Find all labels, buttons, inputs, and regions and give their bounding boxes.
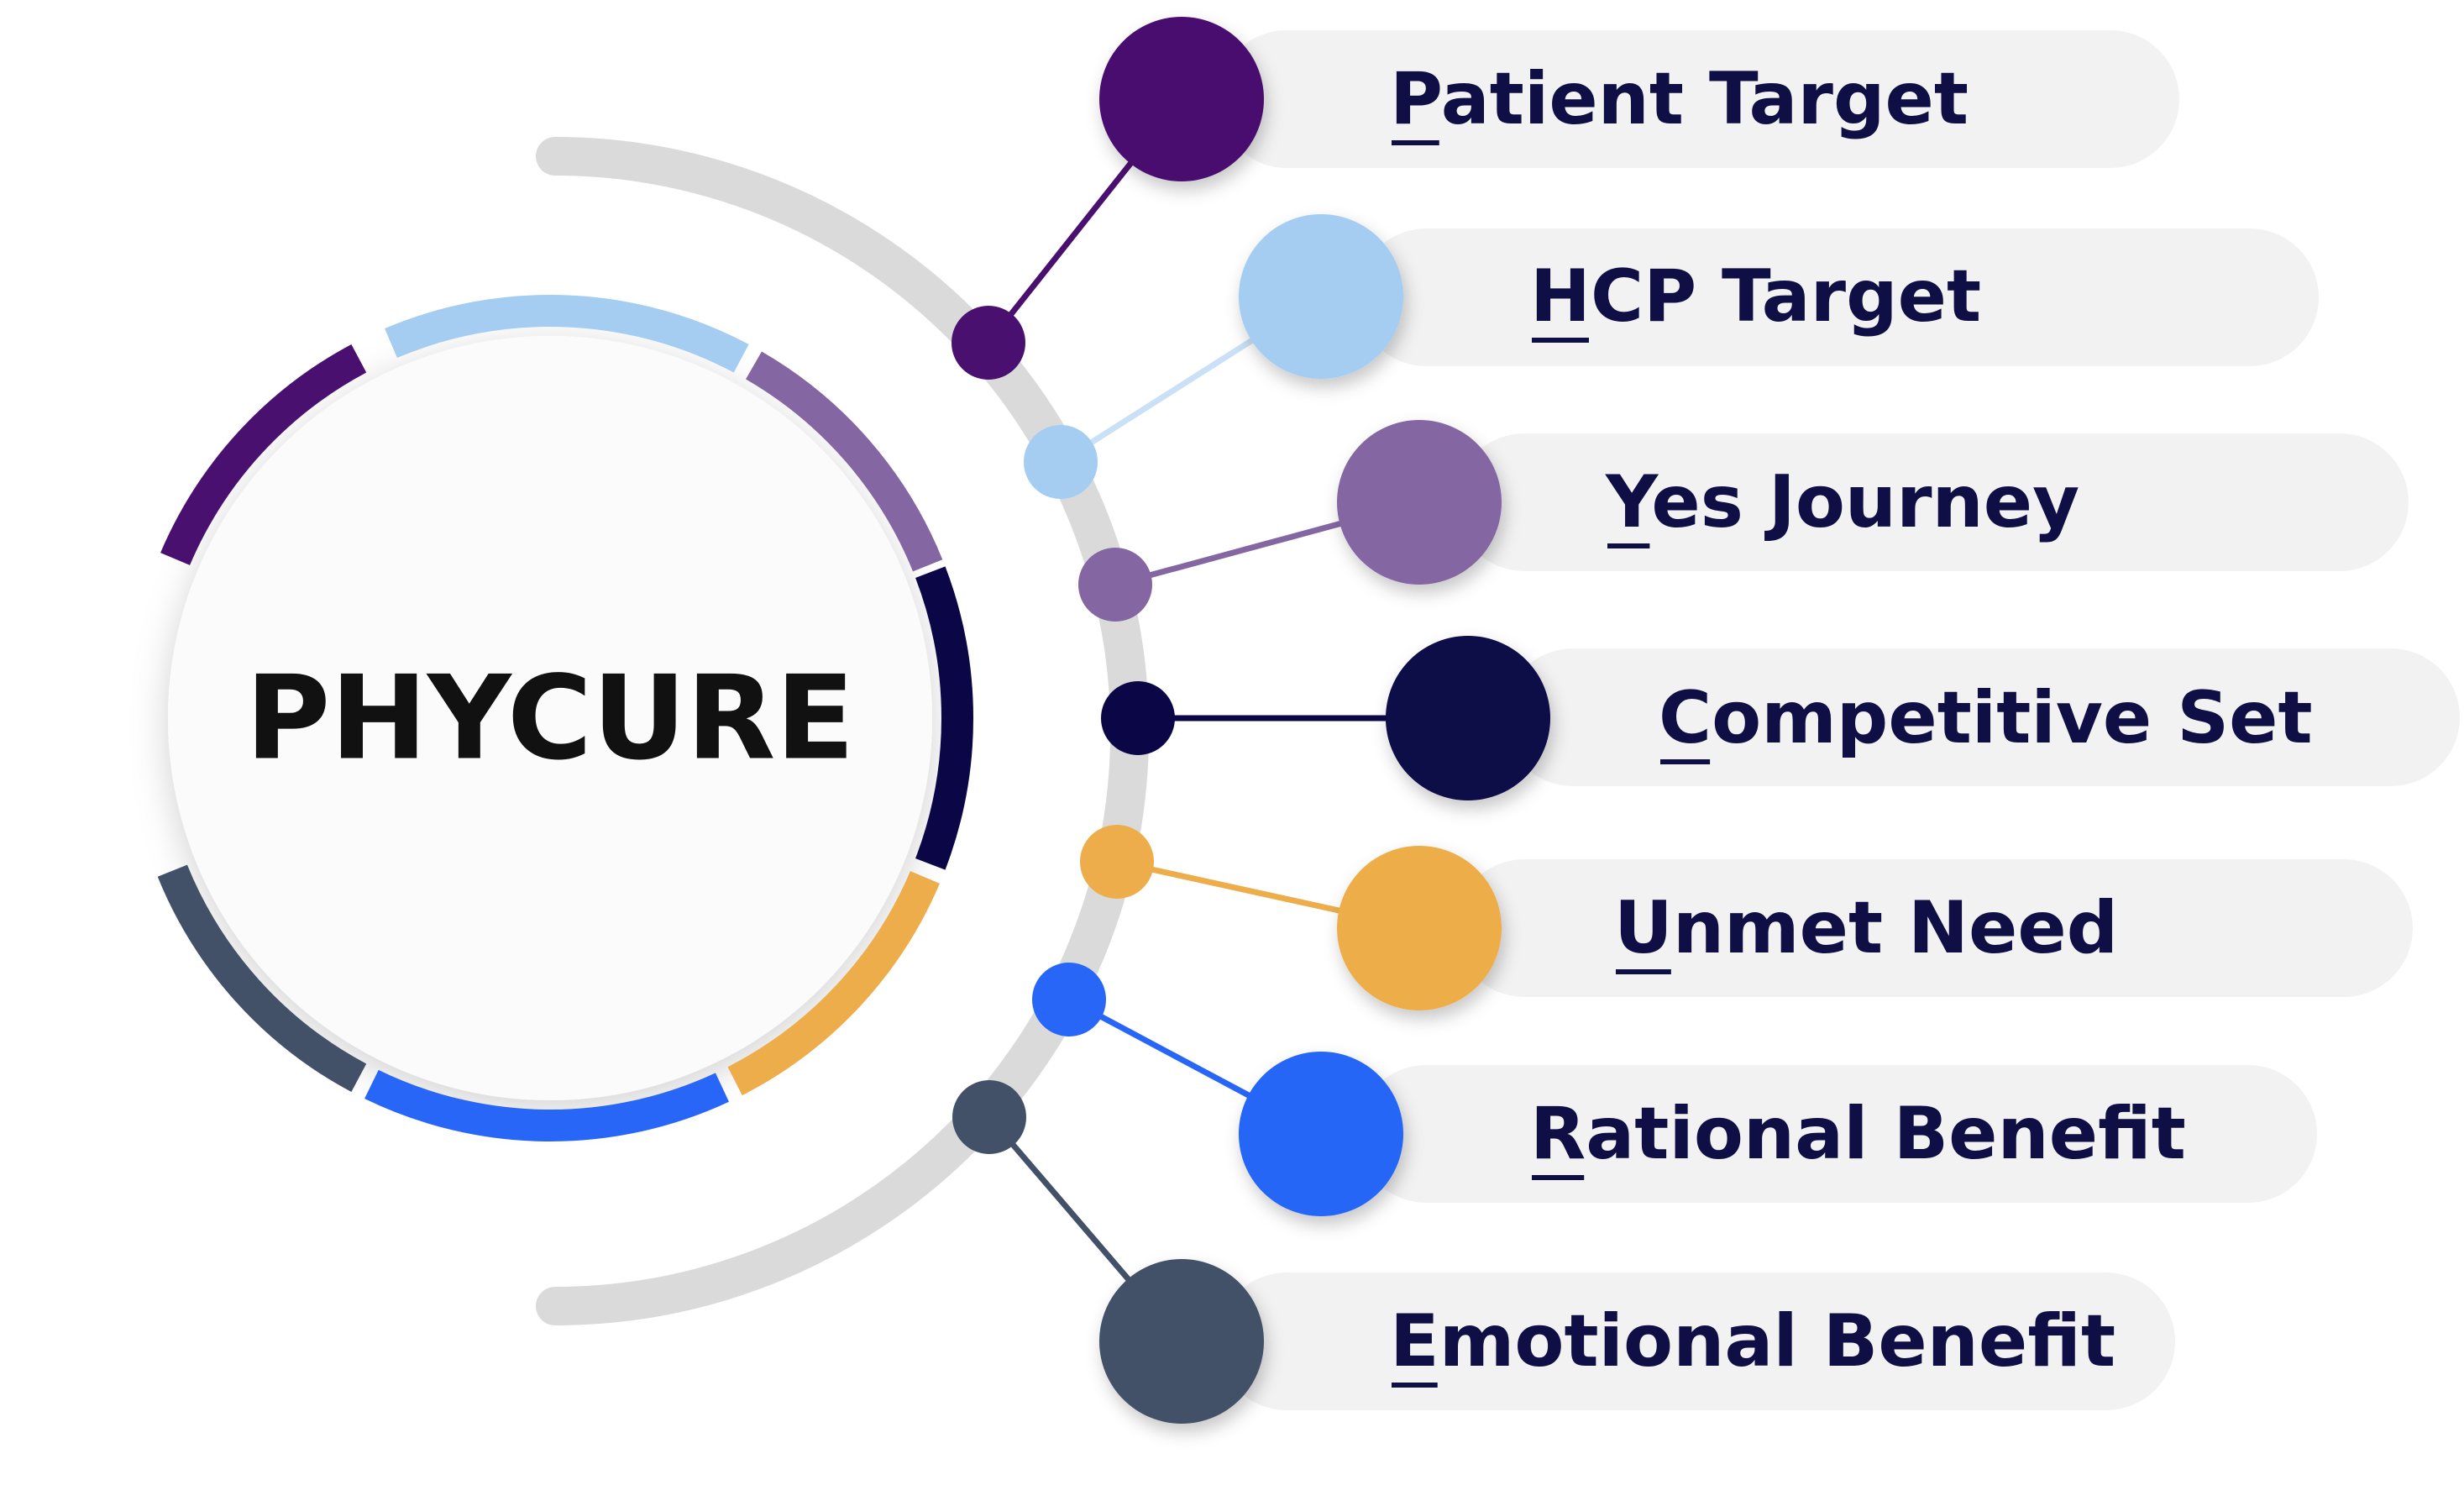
- label-pill-yes-journey: [1455, 433, 2409, 571]
- item-label-yes-journey: Yes Journey: [1605, 460, 2079, 544]
- item-label-competitive-set: Competitive Set: [1659, 676, 2313, 760]
- arc-dot-yes-journey: [1078, 548, 1152, 622]
- ring-segment-emotional-benefit: [157, 864, 367, 1093]
- label-pill-unmet-need: [1455, 859, 2413, 997]
- center-circle: [168, 336, 932, 1100]
- label-pill-rational-benefit: [1357, 1065, 2317, 1203]
- item-circle-unmet-need: [1337, 846, 1502, 1010]
- label-pill-patient-target: [1218, 30, 2179, 168]
- arc-dot-rational-benefit: [1032, 963, 1106, 1036]
- item-circle-competitive-set: [1386, 636, 1550, 800]
- ring-segment-yes-journey: [745, 351, 943, 572]
- item-circle-rational-benefit: [1239, 1052, 1403, 1216]
- item-circle-emotional-benefit: [1099, 1259, 1264, 1424]
- arc-dot-competitive-set: [1101, 681, 1175, 755]
- label-pill-competitive-set: [1504, 648, 2460, 786]
- central-hub: PHYCURE: [157, 295, 974, 1141]
- arc-dot-patient-target: [952, 306, 1025, 380]
- arc-dots-layer: [952, 306, 1175, 1154]
- label-pill-emotional-benefit: [1218, 1272, 2175, 1410]
- item-label-patient-target: Patient Target: [1390, 57, 1969, 141]
- segmented-ring: [157, 295, 974, 1141]
- item-circle-hcp-target: [1239, 214, 1403, 379]
- item-circle-yes-journey: [1337, 420, 1502, 585]
- item-label-emotional-benefit: Emotional Benefit: [1390, 1299, 2115, 1383]
- item-label-hcp-target: HCP Target: [1530, 254, 1981, 338]
- label-pill-hcp-target: [1357, 228, 2319, 366]
- center-title: PHYCURE: [245, 651, 855, 786]
- item-circle-patient-target: [1099, 17, 1264, 181]
- ring-segment-hcp-target: [385, 295, 749, 373]
- ring-segment-rational-benefit: [364, 1069, 729, 1141]
- item-circles-layer: [1099, 17, 1550, 1424]
- label-pills-layer: [1218, 30, 2460, 1410]
- ring-segment-unmet-need: [727, 871, 940, 1096]
- ring-segment-competitive-set: [915, 566, 974, 870]
- ring-segment-patient-target: [160, 344, 367, 565]
- arc-dot-unmet-need: [1080, 825, 1154, 899]
- arc-dot-hcp-target: [1024, 425, 1098, 499]
- item-label-unmet-need: Unmet Need: [1614, 886, 2118, 970]
- item-label-rational-benefit: Rational Benefit: [1530, 1092, 2186, 1176]
- arc-dot-emotional-benefit: [952, 1080, 1026, 1154]
